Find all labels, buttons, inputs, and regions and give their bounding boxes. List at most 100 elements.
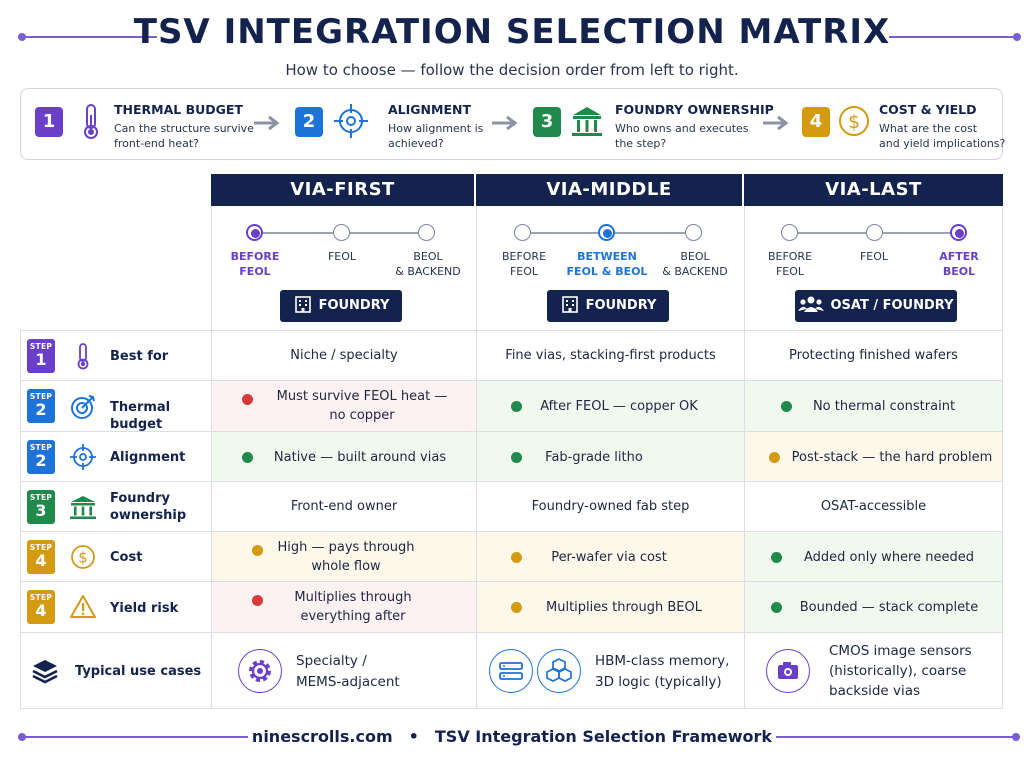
cell-via-middle: Per-wafer via cost [476,532,744,581]
crosshair-icon [334,104,368,138]
row-label: Typical use cases [20,633,211,708]
svg-text:$: $ [848,111,860,133]
status-dot-green [781,401,792,412]
footer-rule-right [776,736,1013,738]
step-number-badge: 1 [35,107,63,137]
stage-label: FEOL [327,250,357,263]
title-rule-left [22,36,157,38]
cell-via-middle: Fine vias, stacking-first products [476,331,744,380]
row-title: Typical use cases [75,664,202,679]
gear-icon [238,649,282,693]
cell-via-last: No thermal constraint [744,381,1003,431]
track-node [685,224,702,241]
owner-badge: FOUNDRY [547,290,669,322]
dollar-icon: $ [839,106,869,136]
process-track [477,224,745,241]
building-icon [572,107,602,136]
users-icon [798,296,825,312]
target-icon [71,395,95,419]
owner-badge: FOUNDRY [280,290,402,322]
cell-via-middle: Multiplies through BEOL [476,582,744,632]
status-dot-amber [769,452,780,463]
cell-via-last: Added only where needed [744,532,1003,581]
footer-rule-left [22,736,248,738]
cell-via-middle: Foundry-owned fab step [476,482,744,531]
thermometer-icon [77,343,89,370]
cell-via-middle: HBM-class memory,3D logic (typically) [476,633,744,708]
dollar-icon: $ [71,545,95,569]
row-title: Cost [110,550,143,565]
page-title: TSV INTEGRATION SELECTION MATRIX [133,12,891,52]
cubes-icon [537,649,581,693]
track-node [866,224,883,241]
track-node-active [950,224,967,241]
status-dot-red [252,595,263,606]
cell-via-middle: Fab-grade litho [476,432,744,481]
cell-via-last: Bounded — stack complete [744,582,1003,632]
building-icon [561,296,578,313]
title-row: TSV INTEGRATION SELECTION MATRIX [0,10,1024,62]
track-node [418,224,435,241]
cell-via-first: Specialty /MEMS-adjacent [211,633,476,708]
status-dot-amber [511,602,522,613]
memory-icon [489,649,533,693]
row-title: Best for [110,349,169,364]
building-icon [70,496,96,519]
track-node-active [246,224,263,241]
process-track [745,224,1004,241]
footer-separator: • [408,727,419,746]
cell-via-last: Protecting finished wafers [744,331,1003,380]
arrow-right-icon [254,115,280,131]
arrow-right-icon [763,115,789,131]
title-rule-dot [1013,33,1021,41]
row-title: Yield risk [110,601,179,616]
arrow-right-icon [492,115,518,131]
thermometer-icon [84,104,98,139]
step-title: FOUNDRY OWNERSHIP [615,102,774,117]
status-dot-amber [511,552,522,563]
status-dot-green [771,552,782,563]
layers-icon [32,660,58,684]
cell-via-last: OSAT-accessible [744,482,1003,531]
track-node [333,224,350,241]
cell-via-last: CMOS image sensors(historically), coarse… [744,633,1003,708]
row-title: Thermal budget [110,400,171,432]
column-header-via-first: VIA-FIRST [211,174,474,206]
step-title: ALIGNMENT [388,102,471,117]
cell-via-first: Front-end owner [211,482,476,531]
decision-order-panel: 1 THERMAL BUDGET Can the structure survi… [20,88,1006,160]
status-dot-green [771,602,782,613]
status-dot-red [242,394,253,405]
stage-label: FEOL [859,250,889,263]
step-number-badge: 3 [533,107,561,137]
warning-icon [70,595,96,618]
owner-badge: OSAT / FOUNDRY [795,290,957,322]
title-rule-right [889,36,1017,38]
status-dot-green [242,452,253,463]
step-title: THERMAL BUDGET [114,102,243,117]
step-title: COST & YIELD [879,102,977,117]
footer-site-link[interactable]: ninescrolls.com [251,727,393,746]
page-subtitle: How to choose — follow the decision orde… [285,61,739,79]
status-dot-green [511,452,522,463]
stage-label: BEOL& BACKEND [395,250,461,278]
